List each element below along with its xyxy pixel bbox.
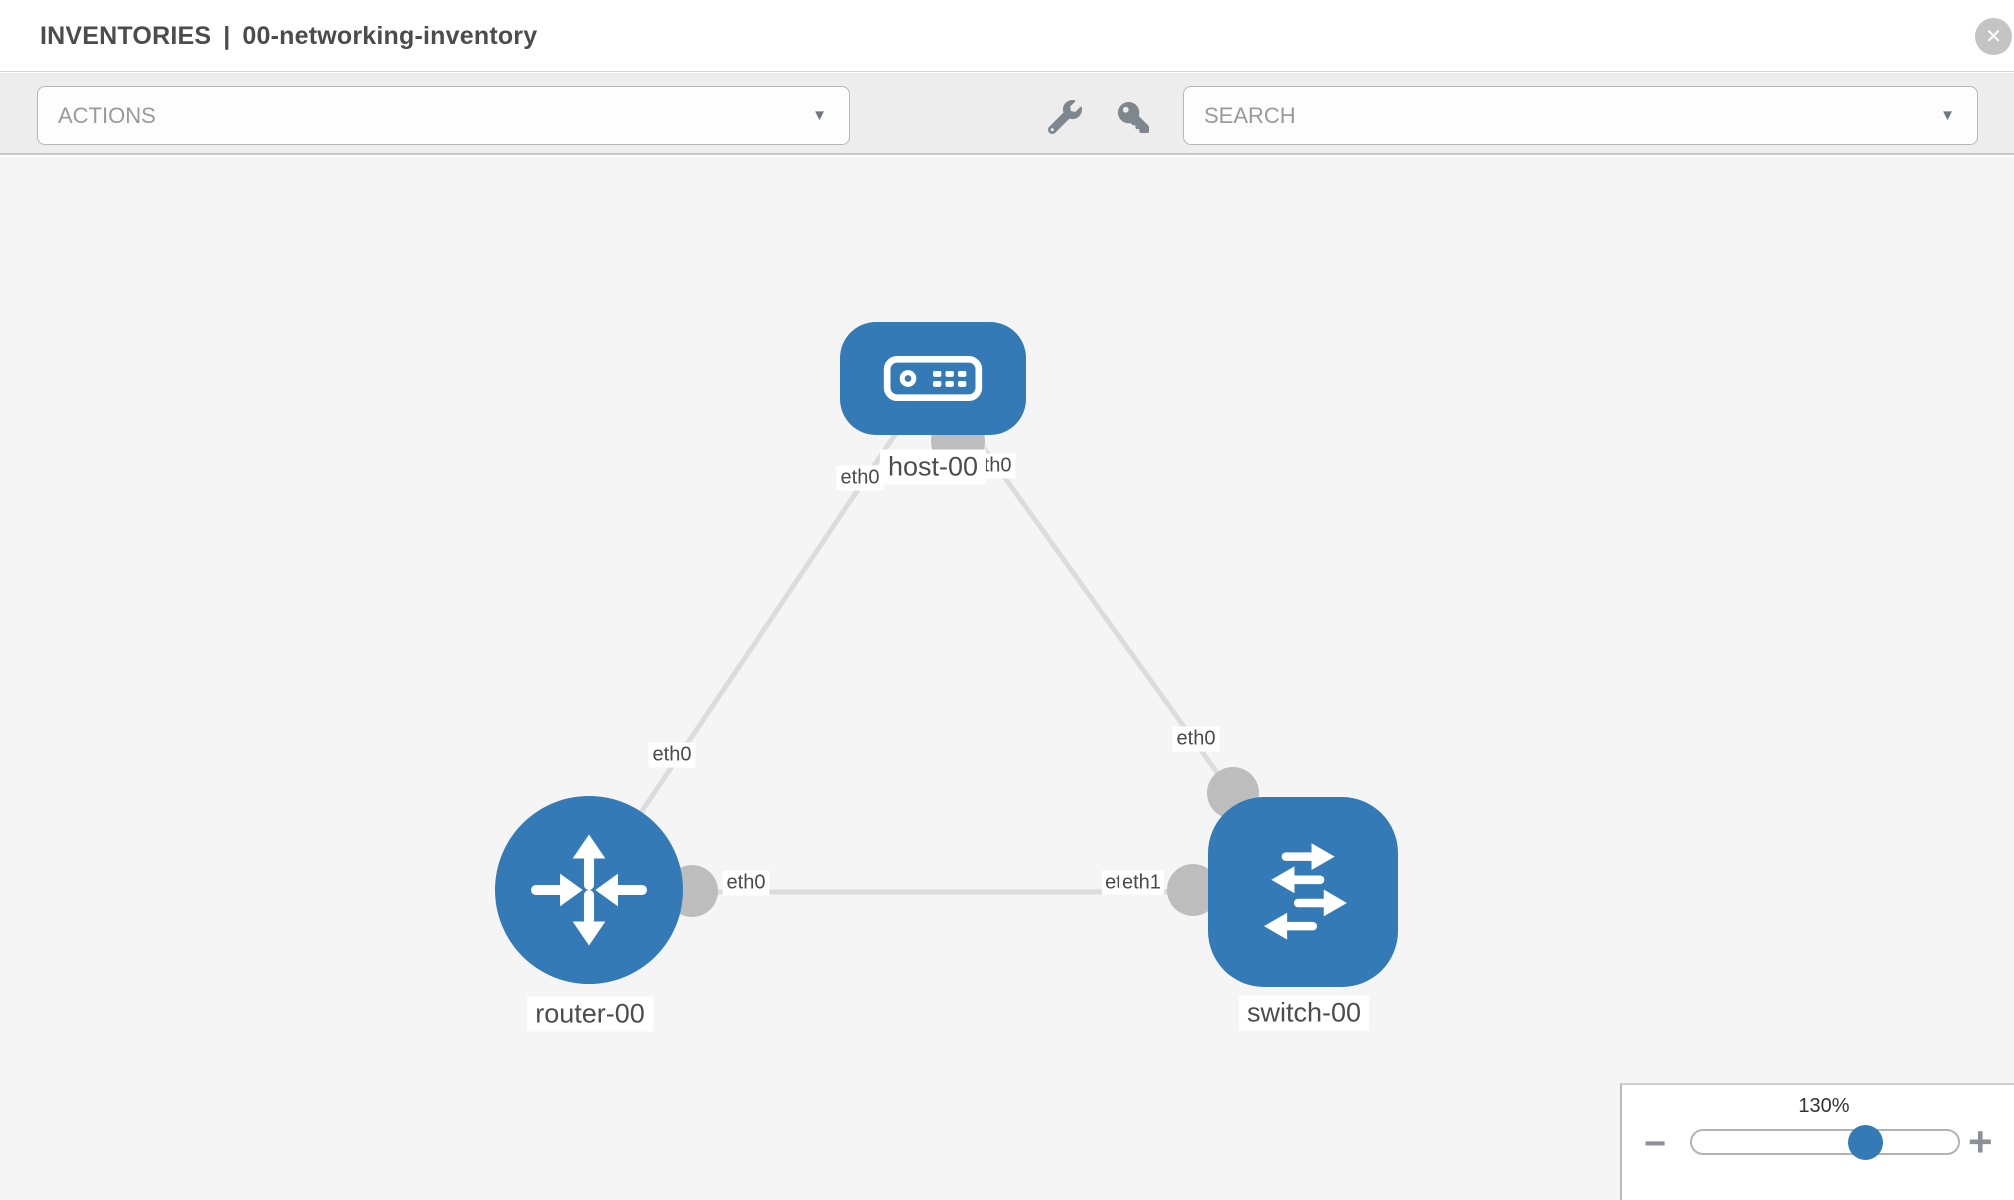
zoom-out-button[interactable]: − (1644, 1123, 1667, 1165)
page-title: INVENTORIES | 00-networking-inventory (40, 0, 537, 72)
actions-dropdown-label: ACTIONS (58, 102, 156, 128)
search-dropdown[interactable]: SEARCH ▼ (1183, 86, 1978, 145)
host-icon (883, 356, 983, 401)
zoom-level-value: 130% (1798, 1095, 1850, 1117)
node-label-host: host-00 (879, 449, 987, 485)
port-switch-eth1[interactable] (1167, 864, 1219, 916)
zoom-control-panel: 130% − + (1620, 1083, 2014, 1200)
key-icon[interactable] (1118, 102, 1149, 133)
key-icon-svg (1118, 102, 1149, 133)
interface-label: eth0 (722, 870, 770, 896)
wrench-icon[interactable] (1047, 100, 1082, 135)
search-dropdown-label: SEARCH (1204, 102, 1296, 128)
node-host-00[interactable] (840, 322, 1026, 435)
actions-dropdown[interactable]: ACTIONS ▼ (37, 86, 850, 145)
zoom-slider-thumb[interactable] (1848, 1125, 1883, 1160)
interface-label: eth0 (648, 742, 696, 768)
toolbar: ACTIONS ▼ SEARCH ▼ (0, 73, 2014, 155)
node-label-router: router-00 (527, 996, 653, 1032)
breadcrumb-inventories[interactable]: INVENTORIES (40, 21, 212, 50)
node-label-switch: switch-00 (1238, 995, 1370, 1031)
router-icon (531, 834, 647, 946)
zoom-slider-track[interactable] (1690, 1129, 1960, 1155)
zoom-in-button[interactable]: + (1968, 1118, 1993, 1165)
link-host-router[interactable] (586, 376, 936, 892)
inventory-name: 00-networking-inventory (242, 21, 538, 50)
node-switch-00[interactable] (1208, 797, 1398, 987)
node-router-00[interactable] (495, 796, 683, 984)
close-icon[interactable]: ✕ (1975, 18, 2012, 55)
chevron-down-icon: ▼ (1940, 107, 1955, 124)
header-bar: INVENTORIES | 00-networking-inventory ✕ (0, 0, 2014, 72)
switch-icon (1263, 843, 1347, 940)
title-separator: | (223, 21, 231, 50)
topology-edges-layer (586, 376, 1306, 917)
wrench-icon-svg (1047, 100, 1082, 135)
interface-label: eth1 (1119, 870, 1164, 895)
chevron-down-icon: ▼ (812, 107, 827, 124)
interface-label: eth0 (836, 465, 884, 491)
interface-label: eth0 (1172, 726, 1220, 752)
